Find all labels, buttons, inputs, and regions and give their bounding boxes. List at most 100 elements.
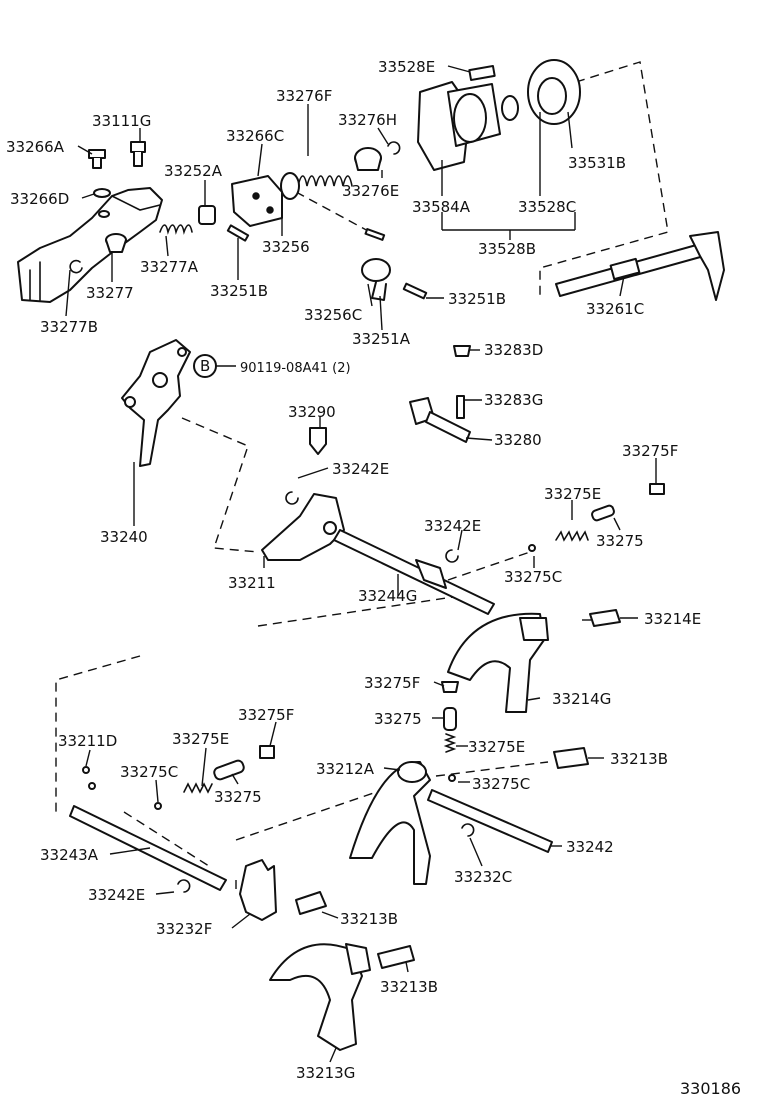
bolt-33528e-part (468, 64, 496, 82)
label-33251a: 33251A (352, 330, 411, 348)
spring-33275e-middle-part (443, 733, 457, 753)
spring-33275e-upper-part (555, 530, 589, 542)
shift-head-33240-part (121, 339, 191, 467)
assembly-dashed-lines (55, 61, 669, 892)
ball-33211d-a-part (82, 766, 90, 774)
shift-fork-33211-part (261, 493, 345, 561)
pin-33275-left-part (213, 759, 245, 781)
label-33240: 33240 (100, 528, 148, 546)
label-33214e: 33214E (644, 610, 701, 628)
label-33280: 33280 (494, 431, 542, 449)
label-33266c: 33266C (226, 127, 284, 145)
label-33252a: 33252A (164, 162, 223, 180)
label-33266d: 33266D (10, 190, 69, 208)
pin-33283g-part (456, 395, 465, 419)
clip-33242e-b-part (445, 549, 459, 563)
shift-fork-33213g-part (269, 943, 371, 1051)
ball-33275c-upper-part (528, 544, 536, 552)
callout-letter: B (200, 357, 210, 375)
label-33243a: 33243A (40, 846, 99, 864)
retainer-33528c-part (447, 83, 501, 147)
label-33528e: 33528E (378, 58, 435, 76)
plug-33275f-left-part (259, 745, 275, 759)
clip-33232c-part (461, 823, 475, 837)
label-33275e-left: 33275E (172, 730, 229, 748)
label-33211: 33211 (228, 574, 276, 592)
plug-33275f-middle-part (441, 681, 459, 693)
label-33275f-left: 33275F (238, 706, 294, 724)
bolt-33214e-part (589, 609, 621, 627)
shift-shaft-33242-part (427, 789, 553, 853)
transmission-case-part (17, 187, 163, 303)
bolt-33213b-a-part (553, 747, 589, 769)
label-33276e: 33276E (342, 182, 399, 200)
collar-33256-part (280, 172, 300, 200)
label-33214g: 33214G (552, 690, 611, 708)
shift-head-33232f-part (239, 859, 277, 921)
leader-lines (65, 65, 657, 1063)
pin-33275-middle-part (443, 707, 457, 731)
housing-33266c-part (231, 175, 283, 227)
plug-33266a-part (88, 149, 106, 169)
clip-33276h-part (387, 141, 401, 155)
callout-b-circle (193, 354, 236, 378)
label-33277a: 33277A (140, 258, 199, 276)
label-33528c: 33528C (518, 198, 576, 216)
label-33213b-c: 33213B (380, 978, 438, 996)
label-33213b-b: 33213B (340, 910, 398, 928)
label-33213b-a: 33213B (610, 750, 668, 768)
plug-33275f-upper-part (649, 483, 665, 495)
pin-33256-part (364, 228, 386, 241)
label-33212a: 33212A (316, 760, 375, 778)
label-33244g: 33244G (358, 587, 417, 605)
spring-33275e-left-part (183, 782, 213, 794)
pin-33251b-left-part (226, 224, 250, 242)
block-33252a-part (198, 205, 216, 225)
label-33283d: 33283D (484, 341, 543, 359)
label-33251b-upper: 33251B (210, 282, 268, 300)
spring-33276f-part (297, 175, 353, 187)
label-33242: 33242 (566, 838, 614, 856)
bushing-33277-part (105, 233, 127, 253)
diagram-number: 330186 (680, 1079, 741, 1098)
clip-33242e-a-part (285, 491, 299, 505)
cap-33276e-part (354, 147, 382, 171)
shift-fork-33214g-part (447, 612, 549, 713)
seal-33528b-part (501, 95, 519, 121)
ball-33275c-left-part (154, 802, 162, 810)
bolt-33213b-c-part (377, 945, 415, 969)
label-33275-upper: 33275 (596, 532, 644, 550)
label-33261c: 33261C (586, 300, 644, 318)
washer-33266d-part (93, 188, 111, 198)
label-33290: 33290 (288, 403, 336, 421)
label-33275e-middle: 33275E (468, 738, 525, 756)
label-33256: 33256 (262, 238, 310, 256)
label-33277b: 33277B (40, 318, 98, 336)
label-33277: 33277 (86, 284, 134, 302)
label-33256c: 33256C (304, 306, 362, 324)
label-33531b: 33531B (568, 154, 626, 172)
label-33276h: 33276H (338, 111, 397, 129)
boot-33531b-part (527, 59, 581, 125)
label-33528b: 33528B (478, 240, 536, 258)
label-33275f-middle: 33275F (364, 674, 420, 692)
label-33211d: 33211D (58, 732, 117, 750)
label-33275c-left: 33275C (120, 763, 178, 781)
bolt-33213b-b-part (295, 891, 327, 915)
label-33251b-right: 33251B (448, 290, 506, 308)
shift-shaft-33244g-part (333, 529, 495, 615)
pin-33275-upper-part (591, 504, 615, 522)
label-33232c: 33232C (454, 868, 512, 886)
part-number-labels: 33528E 33276F 33111G 33266C 33276H 33266… (6, 58, 741, 1098)
bolt-33111g-part (130, 141, 146, 167)
pin-33251b-right-part (402, 282, 428, 300)
ball-33275c-middle-part (448, 774, 456, 782)
clip-33242e-c-part (177, 879, 191, 893)
label-33111g: 33111G (92, 112, 151, 130)
shaft-33280-part (409, 397, 471, 443)
label-33275c-middle: 33275C (472, 775, 530, 793)
snap-ring-33277b-part (69, 259, 83, 274)
label-33213g: 33213G (296, 1064, 355, 1082)
label-33584a: 33584A (412, 198, 471, 216)
